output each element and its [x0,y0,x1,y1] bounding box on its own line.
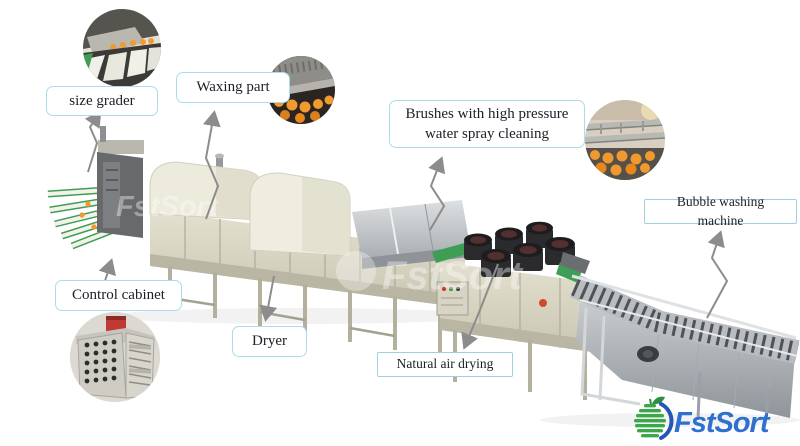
size-grader-label-text: size grader [69,92,135,109]
brushes-label: Brushes with high pressure water spray c… [389,100,585,148]
waxing-dryer-tunnel-body [150,153,465,358]
brushes-inset-photo [585,100,665,180]
arrow-brushes [428,156,446,231]
brand-logo-text: FstSort [674,407,771,439]
waxing-part-label-text: Waxing part [196,79,270,96]
natural-air-drying-label-text: Natural air drying [396,356,494,372]
size-grader-label: size grader [46,86,158,116]
steel-frame [580,307,641,406]
bubble-washing-machine [556,252,800,421]
control-cabinet-inset-photo [70,312,160,402]
arrow-size-grader [84,110,102,173]
size-grader-inset-photo [83,9,161,87]
arrow-natural-air-drying [461,263,499,350]
waxing-part-label: Waxing part [176,72,290,103]
air-drying-section [436,221,592,400]
bubble-washing-label-text: Bubble washing machine [676,194,765,228]
svg-text:FstSort: FstSort [116,191,219,223]
arrow-bubble-washing [706,230,729,319]
control-cabinet-label-text: Control cabinet [72,287,165,304]
bubble-washing-label: Bubble washing machine [644,194,797,228]
apple-logo-icon [634,396,674,440]
control-cabinet-label: Control cabinet [55,280,182,311]
brushes-label-text: Brushes with high pressure water spray c… [405,105,569,142]
machine-control-cabinet [97,126,171,265]
green-conveyor-belt [432,242,470,263]
stainless-table-section [352,200,470,269]
arrow-waxing-part [202,110,221,220]
dryer-label-text: Dryer [252,333,287,350]
brand-logo: FstSort [628,395,778,443]
dryer-label: Dryer [232,326,307,357]
arrow-control-cabinet [98,258,116,282]
air-drying-fans [464,221,575,277]
watermark: FstSort FstSort [116,191,524,298]
arrow-dryer [259,275,278,322]
natural-air-drying-label: Natural air drying [377,352,513,377]
electrical-box [436,281,469,316]
svg-text:FstSort: FstSort [382,254,524,298]
